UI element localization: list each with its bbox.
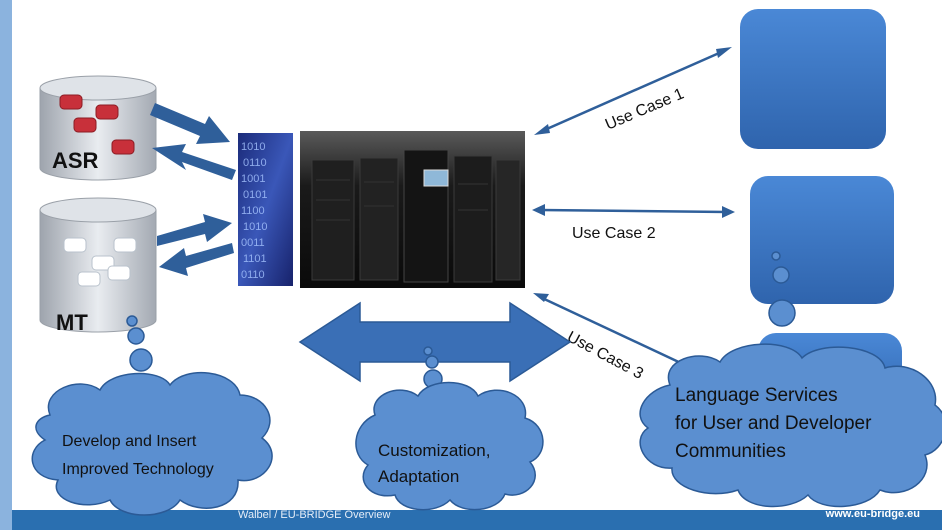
- language-services-cloud: [639, 343, 942, 508]
- develop-cloud-line2: Improved Technology: [62, 461, 214, 478]
- use-case-2-box: [750, 176, 894, 304]
- svg-text:0011: 0011: [241, 237, 265, 249]
- footer-url[interactable]: www.eu-bridge.eu: [825, 508, 920, 520]
- asr-out-arrow: [152, 144, 236, 180]
- svg-text:1101: 1101: [243, 253, 267, 265]
- asr-in-arrow: [150, 103, 230, 144]
- customization-cloud-line1: Customization,: [378, 441, 490, 460]
- svg-text:1010: 1010: [241, 141, 265, 153]
- customization-cloud-line2: Adaptation: [378, 467, 459, 486]
- svg-text:0101: 0101: [243, 189, 267, 201]
- language-cloud-line3: Communities: [675, 441, 786, 462]
- svg-text:1100: 1100: [241, 205, 265, 217]
- server-room-icon: [300, 131, 525, 288]
- footer-author: Walbel / EU-BRIDGE Overview: [238, 509, 391, 521]
- left-accent-bar: [0, 0, 12, 530]
- language-cloud-line1: Language Services: [675, 385, 838, 406]
- use-case-2-label: Use Case 2: [572, 225, 656, 242]
- svg-text:0110: 0110: [241, 269, 265, 281]
- svg-text:1010: 1010: [243, 221, 267, 233]
- mt-in-arrow: [157, 214, 232, 246]
- develop-cloud-line1: Develop and Insert: [62, 433, 197, 450]
- mt-out-arrow: [159, 243, 234, 276]
- language-cloud-line2: for User and Developer: [675, 413, 872, 434]
- mt-database-icon: [39, 197, 157, 333]
- adaptation-double-arrow: [298, 301, 572, 383]
- develop-cloud: [31, 372, 273, 516]
- mt-label: MT: [56, 310, 88, 335]
- svg-text:0110: 0110: [243, 157, 267, 169]
- data-flow-arrows: [150, 103, 236, 276]
- svg-text:1001: 1001: [241, 173, 265, 185]
- customization-cloud: [355, 381, 544, 511]
- asr-label: ASR: [52, 148, 99, 173]
- asr-database-icon: [39, 75, 157, 181]
- use-case-arrows: [532, 47, 735, 374]
- use-case-1-box: [740, 9, 886, 149]
- binary-code-icon: 1010 0110 1001 0101 1100 1010 0011 1101 …: [238, 133, 293, 286]
